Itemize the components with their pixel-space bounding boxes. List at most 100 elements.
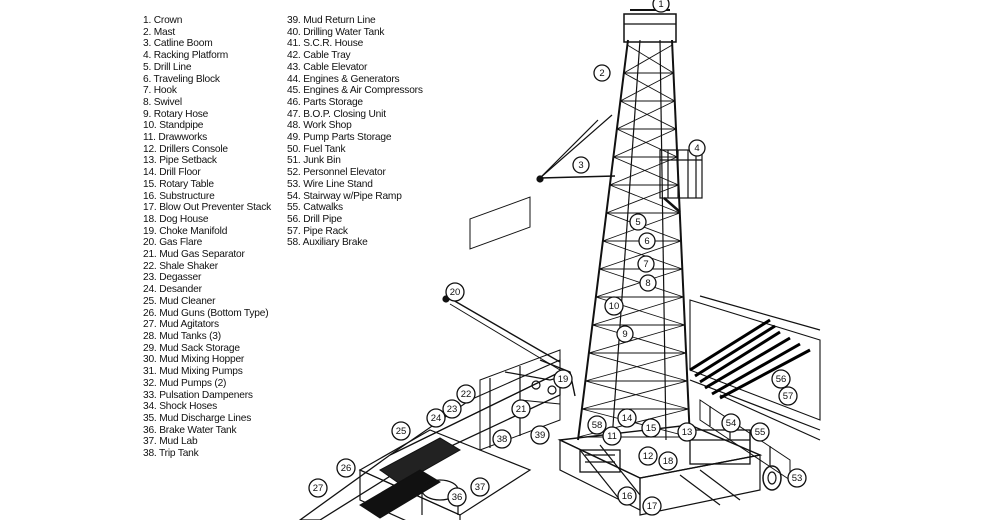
callout-20: 20 xyxy=(445,282,465,302)
legend-item: 14. Drill Floor xyxy=(143,167,201,179)
legend-item: 48. Work Shop xyxy=(287,120,352,132)
callout-label: 7 xyxy=(643,259,648,270)
callout-26: 26 xyxy=(336,458,356,478)
callout-7: 7 xyxy=(637,255,655,273)
callout-label: 21 xyxy=(516,404,527,415)
legend-item: 20. Gas Flare xyxy=(143,237,203,249)
callout-label: 58 xyxy=(592,420,603,431)
callout-label: 23 xyxy=(447,404,458,415)
callout-5: 5 xyxy=(629,213,647,231)
legend-item: 5. Drill Line xyxy=(143,61,192,73)
callout-39: 39 xyxy=(530,425,550,445)
callout-38: 38 xyxy=(492,429,512,449)
legend-item: 51. Junk Bin xyxy=(287,155,341,167)
callout-25: 25 xyxy=(391,421,411,441)
legend-item: 26. Mud Guns (Bottom Type) xyxy=(143,307,269,319)
callout-label: 1 xyxy=(658,0,663,10)
legend-item: 31. Mud Mixing Pumps xyxy=(143,366,243,378)
callout-36: 36 xyxy=(447,487,467,507)
legend-item: 47. B.O.P. Closing Unit xyxy=(287,108,386,120)
legend-item: 4. Racking Platform xyxy=(143,50,229,62)
callout-label: 12 xyxy=(643,451,654,462)
legend-item: 46. Parts Storage xyxy=(287,96,363,108)
callout-23: 23 xyxy=(442,399,462,419)
callout-label: 2 xyxy=(599,68,604,79)
callout-3: 3 xyxy=(572,156,590,174)
callout-label: 22 xyxy=(461,389,472,400)
legend-item: 15. Rotary Table xyxy=(143,178,214,190)
callout-label: 6 xyxy=(644,236,649,247)
callout-27: 27 xyxy=(308,478,328,498)
legend-item: 23. Degasser xyxy=(143,272,202,284)
legend-item: 40. Drilling Water Tank xyxy=(287,26,385,38)
legend-item: 16. Substructure xyxy=(143,190,215,202)
legend-item: 44. Engines & Generators xyxy=(287,73,400,85)
callout-4: 4 xyxy=(688,139,706,157)
callout-label: 24 xyxy=(431,413,442,424)
callout-37: 37 xyxy=(470,477,490,497)
callout-label: 27 xyxy=(313,483,324,494)
legend-item: 30. Mud Mixing Hopper xyxy=(143,354,245,366)
legend-item: 38. Trip Tank xyxy=(143,448,199,460)
callout-label: 39 xyxy=(535,430,546,441)
legend-item: 13. Pipe Setback xyxy=(143,155,217,167)
callout-label: 8 xyxy=(645,278,650,289)
callout-19: 19 xyxy=(553,369,573,389)
callout-11: 11 xyxy=(602,426,622,446)
legend-item: 11. Drawworks xyxy=(143,132,208,144)
legend-item: 27. Mud Agitators xyxy=(143,319,219,331)
legend-item: 42. Cable Tray xyxy=(287,50,351,62)
callout-label: 19 xyxy=(558,374,569,385)
legend-item: 10. Standpipe xyxy=(143,120,204,132)
legend-item: 34. Shock Hoses xyxy=(143,401,218,413)
callout-label: 37 xyxy=(475,482,486,493)
callout-label: 9 xyxy=(622,329,627,340)
legend-item: 18. Dog House xyxy=(143,213,209,225)
callout-label: 5 xyxy=(635,217,640,228)
callout-label: 16 xyxy=(622,491,633,502)
legend-item: 6. Traveling Block xyxy=(143,73,220,85)
callout-2: 2 xyxy=(593,64,611,82)
legend-item: 41. S.C.R. House xyxy=(287,38,364,50)
legend-item: 28. Mud Tanks (3) xyxy=(143,330,221,342)
legend-item: 7. Hook xyxy=(143,85,177,97)
callout-57: 57 xyxy=(778,386,798,406)
callout-label: 4 xyxy=(694,143,699,154)
callout-12: 12 xyxy=(638,446,658,466)
legend-item: 58. Auxiliary Brake xyxy=(287,237,368,249)
legend-item: 49. Pump Parts Storage xyxy=(287,132,392,144)
callout-label: 3 xyxy=(578,160,583,171)
legend-item: 37. Mud Lab xyxy=(143,436,198,448)
callout-label: 54 xyxy=(726,418,737,429)
callout-6: 6 xyxy=(638,232,656,250)
legend-item: 33. Pulsation Dampeners xyxy=(143,389,253,401)
legend-item: 1. Crown xyxy=(143,15,183,26)
callout-label: 15 xyxy=(646,423,657,434)
legend-item: 54. Stairway w/Pipe Ramp xyxy=(287,190,402,202)
legend-item: 21. Mud Gas Separator xyxy=(143,249,245,261)
legend-item: 24. Desander xyxy=(143,284,202,296)
callout-18: 18 xyxy=(658,451,678,471)
callout-22: 22 xyxy=(456,384,476,404)
legend-item: 19. Choke Manifold xyxy=(143,225,228,237)
legend-item: 45. Engines & Air Compressors xyxy=(287,85,423,97)
legend-item: 36. Brake Water Tank xyxy=(143,424,237,436)
callout-8: 8 xyxy=(639,274,657,292)
legend-item: 3. Catline Boom xyxy=(143,38,213,50)
callout-label: 56 xyxy=(776,374,787,385)
legend-item: 2. Mast xyxy=(143,26,176,38)
callout-56: 56 xyxy=(771,369,791,389)
legend-item: 9. Rotary Hose xyxy=(143,108,209,120)
legend-item: 52. Personnel Elevator xyxy=(287,167,386,179)
callout-54: 54 xyxy=(721,413,741,433)
legend-item: 22. Shale Shaker xyxy=(143,260,218,272)
callout-55: 55 xyxy=(750,422,770,442)
legend-item: 50. Fuel Tank xyxy=(287,143,346,155)
callout-label: 11 xyxy=(607,431,617,442)
legend-item: 55. Catwalks xyxy=(287,202,343,214)
callout-label: 25 xyxy=(396,426,407,437)
callout-label: 36 xyxy=(452,492,463,503)
callout-1: 1 xyxy=(652,0,670,13)
